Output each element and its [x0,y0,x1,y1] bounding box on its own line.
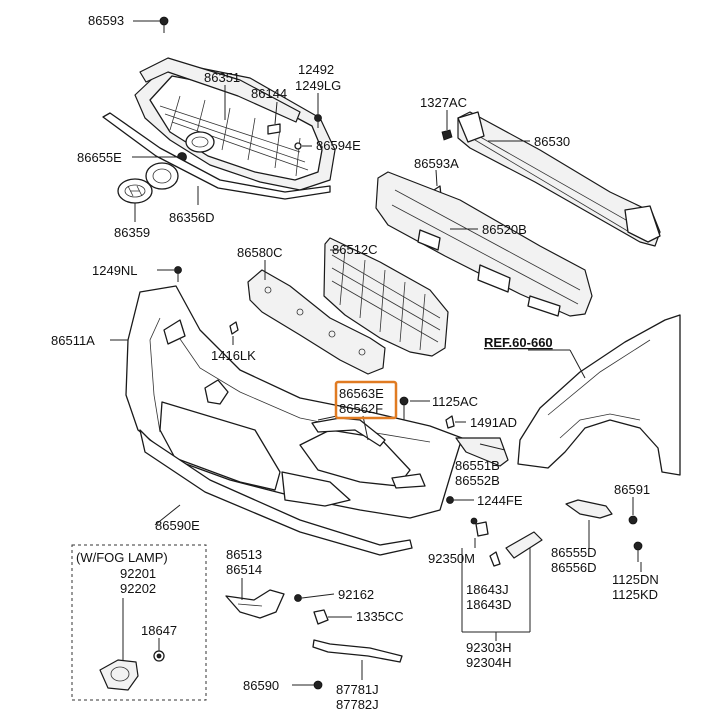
screw-1249NL [174,266,182,282]
label-86556D: 86556D [551,560,597,575]
fog-lamp-92201 [99,659,139,691]
label-86593: 86593 [88,13,124,28]
grille-top-cover [139,57,301,123]
screw-1244FE [446,496,454,504]
label-87781J: 87781J [336,682,379,697]
label-86144: 86144 [251,86,287,101]
label-86356D: 86356D [169,210,215,225]
molding-87781J [312,639,403,663]
bracket-86555D [565,499,613,519]
label-86590E: 86590E [155,518,200,533]
highlight-box [334,380,398,420]
label-86520B: 86520B [482,222,527,237]
label-86511A: 86511A [51,333,95,348]
grille-screw-12492 [314,114,322,128]
label-18643D: 18643D [466,597,512,612]
label-fog-lamp-title: (W/FOG LAMP) [76,550,168,565]
energy-absorber-86520B [375,171,593,317]
fog-bracket-86513 [225,589,285,619]
label-92304H: 92304H [466,655,512,670]
label-1249NL: 1249NL [92,263,138,278]
label-86359: 86359 [114,225,150,240]
label-86555D: 86555D [551,545,597,560]
label-1416LK: 1416LK [211,348,256,363]
label-1491AD: 1491AD [470,415,517,430]
label-86593A: 86593A [414,156,459,171]
label-92201: 92201 [120,566,156,581]
label-86562F: 86562F [339,401,383,416]
label-86351: 86351 [204,70,240,85]
bulb-18647 [153,650,165,662]
grille-small-clip-86144 [267,123,281,135]
label-86512C: 86512C [332,242,378,257]
grille-clip-86594E [294,142,302,150]
label-86655E: 86655E [77,150,122,165]
label-86530: 86530 [534,134,570,149]
lower-bracket-86580C [247,269,386,375]
label-86552B: 86552B [455,473,500,488]
front-fender [517,314,681,476]
label-1327AC: 1327AC [420,95,467,110]
bolt-1125DN [633,541,643,562]
label-86594E: 86594E [316,138,361,153]
clip-1335CC [313,609,329,625]
radiator-grille [134,61,336,191]
reflector-92303H [505,531,543,559]
emblem-86359 [117,178,153,204]
lamp-92350M [470,517,489,537]
label-ref-60-660: REF.60-660 [484,335,553,350]
grille-molding-86356D [102,112,331,200]
fog-lamp-box [71,544,207,701]
label-18647: 18647 [141,623,177,638]
label-1249LG: 1249LG [295,78,341,93]
label-12492: 12492 [298,62,334,77]
label-92202: 92202 [120,581,156,596]
label-86591: 86591 [614,482,650,497]
bumper-beam-86530 [457,111,661,247]
leader-lines [110,20,642,686]
clip-1491AD [445,415,455,429]
label-18643J: 18643J [466,582,509,597]
label-92350M: 92350M [428,551,475,566]
bolt-1125AC [399,396,409,420]
label-86580C: 86580C [237,245,283,260]
bumper-lower-strip-86590E [139,429,413,556]
beam-bolt-1327AC [441,129,453,141]
part-labels: 86593 86351 12492 1249LG 86144 86594E 86… [51,13,659,712]
label-87782J: 87782J [336,697,379,712]
lower-grille-86512C [323,237,449,357]
label-92162: 92162 [338,587,374,602]
bolt-86591 [628,515,638,525]
label-1125DN: 1125DN [612,572,659,587]
label-86563E: 86563E [339,386,384,401]
socket-18643J [489,551,501,567]
label-86514: 86514 [226,562,262,577]
grille-emblem-86655E [145,152,187,190]
label-1125KD: 1125KD [612,587,658,602]
label-1244FE: 1244FE [477,493,523,508]
clip-1416LK [229,321,239,335]
label-1335CC: 1335CC [356,609,404,624]
side-bracket-86551B [455,437,509,467]
label-92303H: 92303H [466,640,512,655]
label-86513: 86513 [226,547,262,562]
bolt-86590 [313,680,323,690]
grille-clip-86593 [159,16,169,33]
bolt-92162 [294,594,302,602]
label-86590: 86590 [243,678,279,693]
label-1125AC: 1125AC [432,394,478,409]
label-86551B: 86551B [455,458,500,473]
